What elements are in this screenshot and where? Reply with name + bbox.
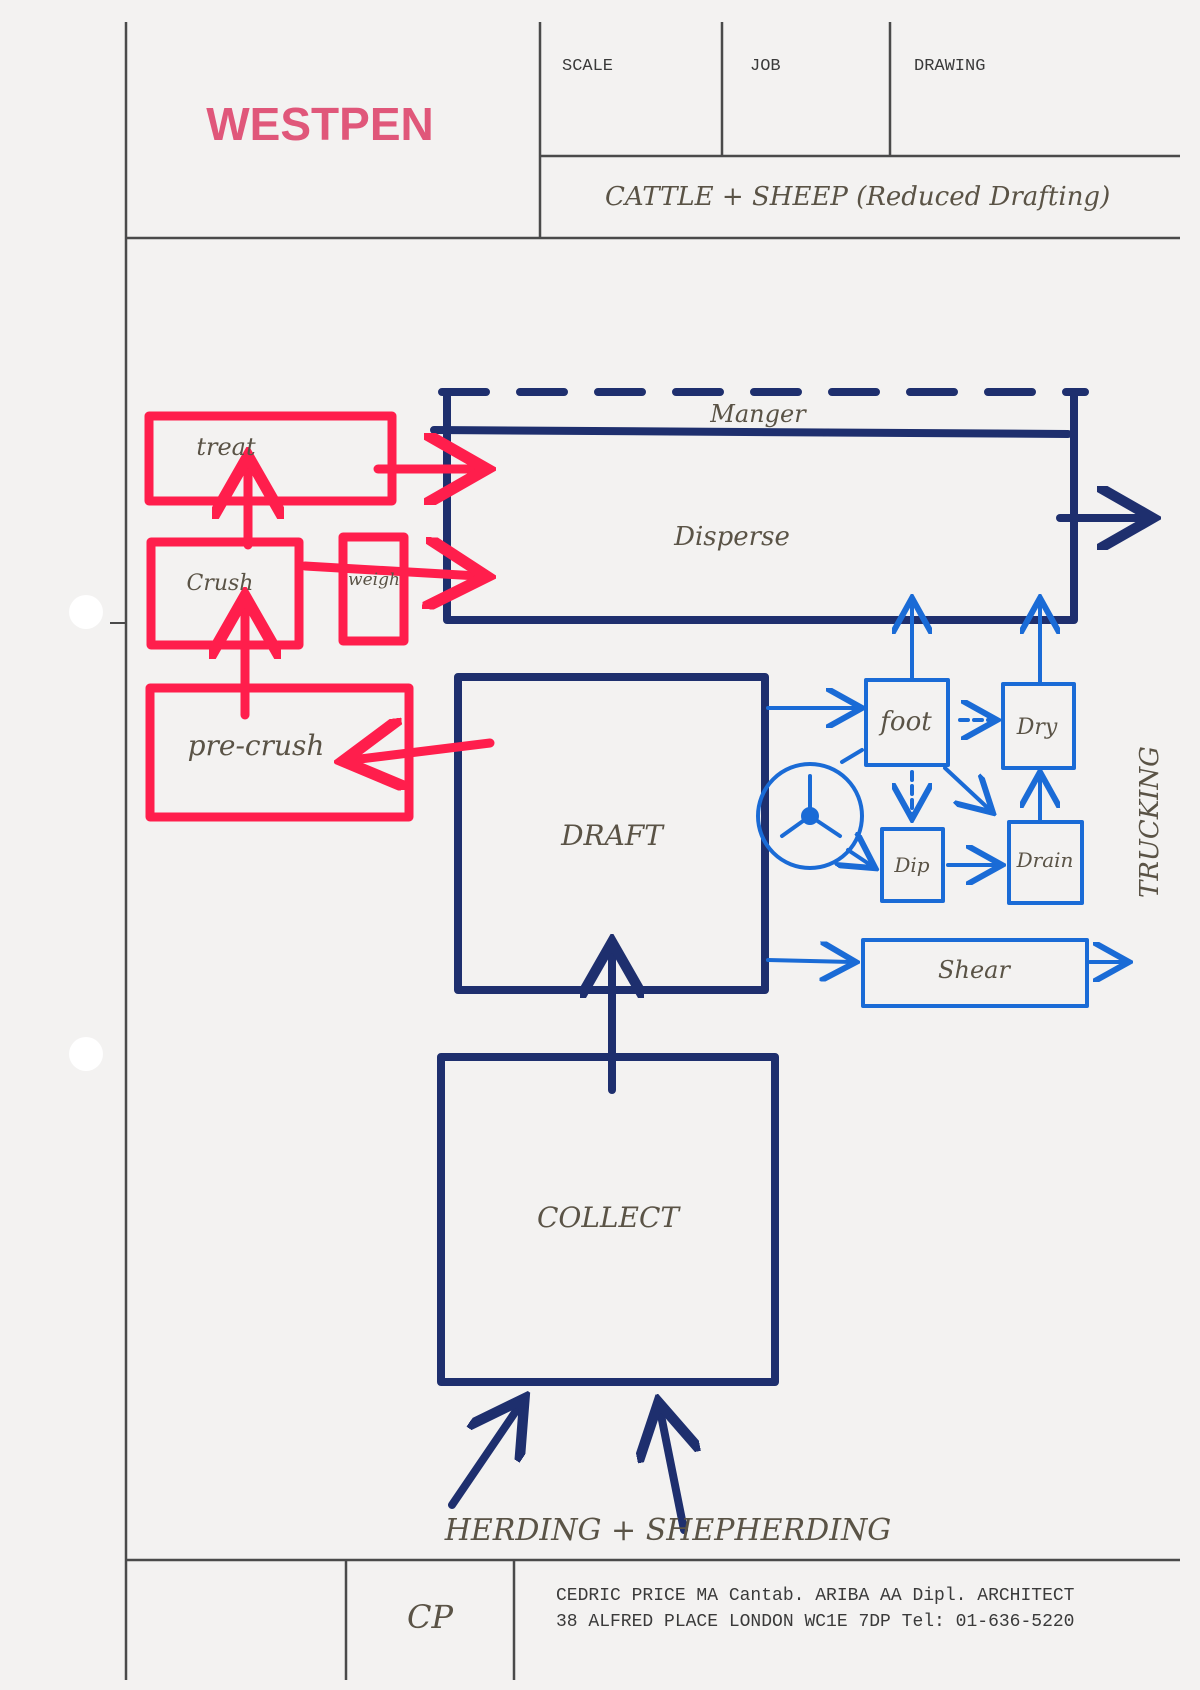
- disperse-box: [443, 388, 1078, 624]
- herding-arrow-left: [448, 1405, 520, 1509]
- herding-arrow-right: [660, 1410, 684, 1534]
- punch-hole: [69, 1037, 103, 1071]
- scale-label: SCALE: [562, 57, 613, 76]
- weigh-label: weigh: [348, 570, 400, 590]
- foot-label: foot: [878, 707, 932, 737]
- draft-to-shear-arrow: [766, 960, 852, 962]
- draft-label: DRAFT: [560, 819, 665, 852]
- rotary-to-foot-link: [840, 748, 864, 764]
- collect-box: [437, 1053, 779, 1386]
- shear-box: [861, 938, 1089, 1008]
- collect-label: COLLECT: [537, 1201, 681, 1234]
- drain-label: Drain: [1016, 848, 1074, 872]
- westpen-stamp: WESTPEN: [206, 98, 433, 150]
- drain-box: [1007, 820, 1084, 905]
- rotary-hub: [801, 807, 819, 825]
- dry-label: Dry: [1016, 715, 1058, 740]
- drawing-title: CATTLE + SHEEP (Reduced Drafting): [605, 182, 1110, 212]
- rotary-pen: [756, 762, 864, 870]
- title-block-frame: [124, 22, 1180, 1680]
- punch-hole: [69, 595, 103, 629]
- initials: CP: [407, 1598, 453, 1636]
- disperse-label: Disperse: [673, 522, 790, 552]
- foot-to-drain-arrow: [943, 766, 990, 810]
- architect-line: CEDRIC PRICE MA Cantab. ARIBA AA Dipl. A…: [556, 1586, 1075, 1606]
- treat-box: [144, 411, 397, 506]
- manger-line: [430, 426, 1072, 438]
- shear-label: Shear: [938, 956, 1011, 984]
- dip-label: Dip: [893, 853, 929, 877]
- address-line: 38 ALFRED PLACE LONDON WC1E 7DP Tel: 01-…: [556, 1612, 1074, 1632]
- weigh-to-disperse-arrow: [300, 566, 478, 576]
- rotary-to-dip-arrow: [848, 850, 872, 866]
- dip-box: [880, 827, 945, 903]
- drawing-label: DRAWING: [914, 57, 985, 76]
- manger-label: Manger: [709, 400, 807, 428]
- herding-label: HERDING + SHEPHERDING: [444, 1513, 892, 1548]
- foot-box: [864, 678, 950, 767]
- weigh-box: [338, 532, 409, 646]
- crush-label: Crush: [187, 571, 254, 596]
- trucking-label: TRUCKING: [1135, 746, 1165, 898]
- pre-crush-label: pre-crush: [188, 729, 325, 762]
- draft-to-pre-crush-arrow: [352, 743, 495, 760]
- job-label: JOB: [750, 57, 781, 76]
- treat-label: treat: [196, 433, 256, 461]
